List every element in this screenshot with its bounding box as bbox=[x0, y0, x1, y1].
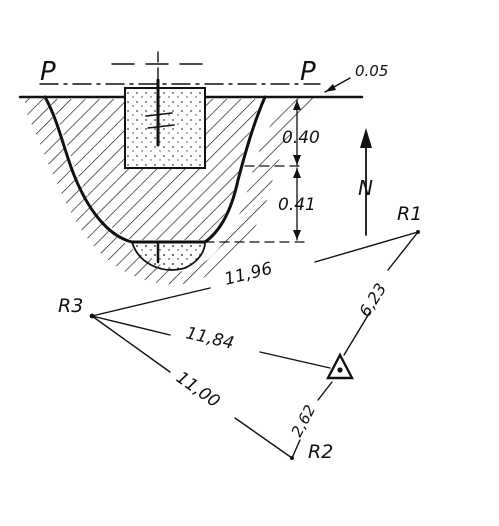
triangle-benchmark-icon bbox=[326, 352, 354, 380]
top-gap-label: 0.05 bbox=[355, 62, 388, 80]
label-r2: R2 bbox=[308, 441, 333, 463]
concrete-block-dots bbox=[127, 90, 203, 166]
line-r3-marker-a bbox=[91, 315, 171, 336]
base-depth-label: 0.41 bbox=[278, 195, 316, 215]
dim-arrow-041-bottom bbox=[293, 230, 301, 240]
block-height-label: 0.40 bbox=[282, 128, 320, 148]
plane-label-right: P bbox=[300, 57, 316, 87]
distance-r3-r2: 11,00 bbox=[172, 368, 223, 412]
line-r3-r2-b bbox=[234, 417, 293, 459]
top-gap-arrow bbox=[325, 84, 336, 92]
pit-fill bbox=[48, 99, 262, 240]
label-r3: R3 bbox=[58, 295, 83, 317]
dim-arrow-040-bottom bbox=[293, 155, 301, 165]
distance-r1-marker: 6,23 bbox=[355, 280, 390, 320]
outer-soil bbox=[25, 97, 320, 285]
bottom-bulb bbox=[130, 241, 206, 271]
line-marker-r2-b bbox=[291, 439, 301, 459]
bolt-cross-1 bbox=[145, 112, 173, 117]
distance-r3-r1: 11,96 bbox=[222, 259, 274, 290]
distance-marker-r2: 2,62 bbox=[288, 402, 320, 440]
line-r3-marker-b bbox=[259, 351, 331, 369]
distance-r3-marker: 11,84 bbox=[184, 323, 236, 353]
dim-arrow-041-top bbox=[293, 168, 301, 178]
line-r1-marker-b bbox=[343, 311, 371, 356]
plane-label-left: P bbox=[40, 57, 56, 87]
line-r3-r2-a bbox=[91, 315, 171, 373]
point-r1 bbox=[416, 230, 420, 234]
point-r3 bbox=[89, 313, 95, 319]
dim-arrow-040-top bbox=[293, 100, 301, 110]
label-r1: R1 bbox=[397, 203, 422, 225]
line-r3-r1-b bbox=[314, 231, 419, 263]
north-arrow-icon bbox=[360, 128, 372, 236]
line-r1-marker-a bbox=[387, 231, 419, 271]
point-r2 bbox=[290, 456, 294, 460]
north-label: N bbox=[358, 176, 373, 200]
line-marker-r2-a bbox=[317, 381, 333, 401]
line-r3-r1-a bbox=[91, 287, 211, 317]
bolt-cross-2 bbox=[147, 124, 175, 129]
